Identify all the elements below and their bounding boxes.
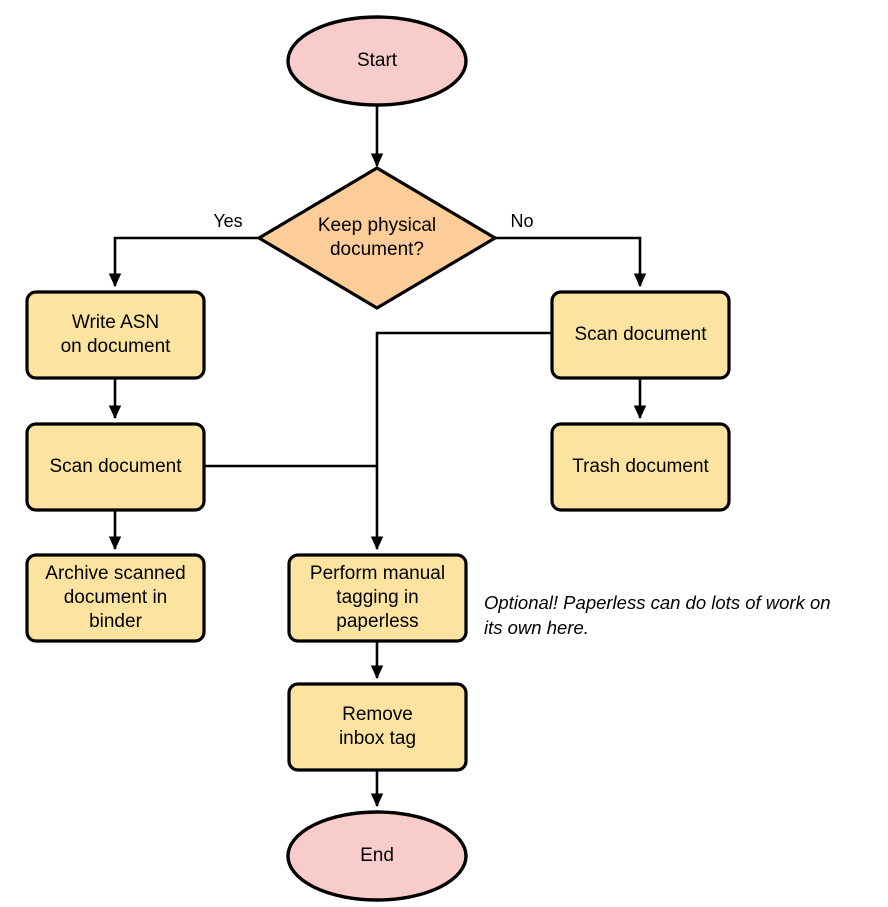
node-label: Trash document [572, 456, 709, 477]
edges-layer [108, 106, 647, 808]
process-shape [550, 290, 731, 380]
annotation-optional-note: Optional! Paperless can do lots of work … [484, 592, 831, 638]
decision-shape [255, 166, 499, 310]
node-label: Scan document [49, 456, 182, 477]
flow-node-scan-document-left[interactable]: Scan document [25, 422, 206, 512]
node-label: End [360, 845, 394, 866]
edge-label-yes-label: Yes [213, 211, 242, 231]
flow-edge [370, 331, 552, 551]
flow-node-end[interactable]: End [286, 810, 468, 902]
process-shape [25, 553, 206, 643]
process-shape [25, 290, 206, 380]
process-shape [287, 682, 468, 772]
terminator-shape [286, 810, 468, 902]
flow-edge [495, 236, 647, 288]
process-shape [25, 422, 206, 512]
flow-edge [108, 236, 259, 288]
edge-label-no-label: No [510, 211, 533, 231]
process-shape [550, 422, 731, 512]
edge-labels-layer: Yes No [213, 211, 533, 231]
annotations-layer: Optional! Paperless can do lots of work … [484, 592, 831, 638]
flow-node-start[interactable]: Start [286, 15, 468, 107]
flow-node-scan-document-right[interactable]: Scan document [550, 290, 731, 380]
flow-node-trash-document[interactable]: Trash document [550, 422, 731, 512]
node-label: Start [357, 50, 398, 71]
terminator-shape [286, 15, 468, 107]
node-label: Scan document [574, 324, 707, 345]
process-shape [287, 553, 468, 643]
